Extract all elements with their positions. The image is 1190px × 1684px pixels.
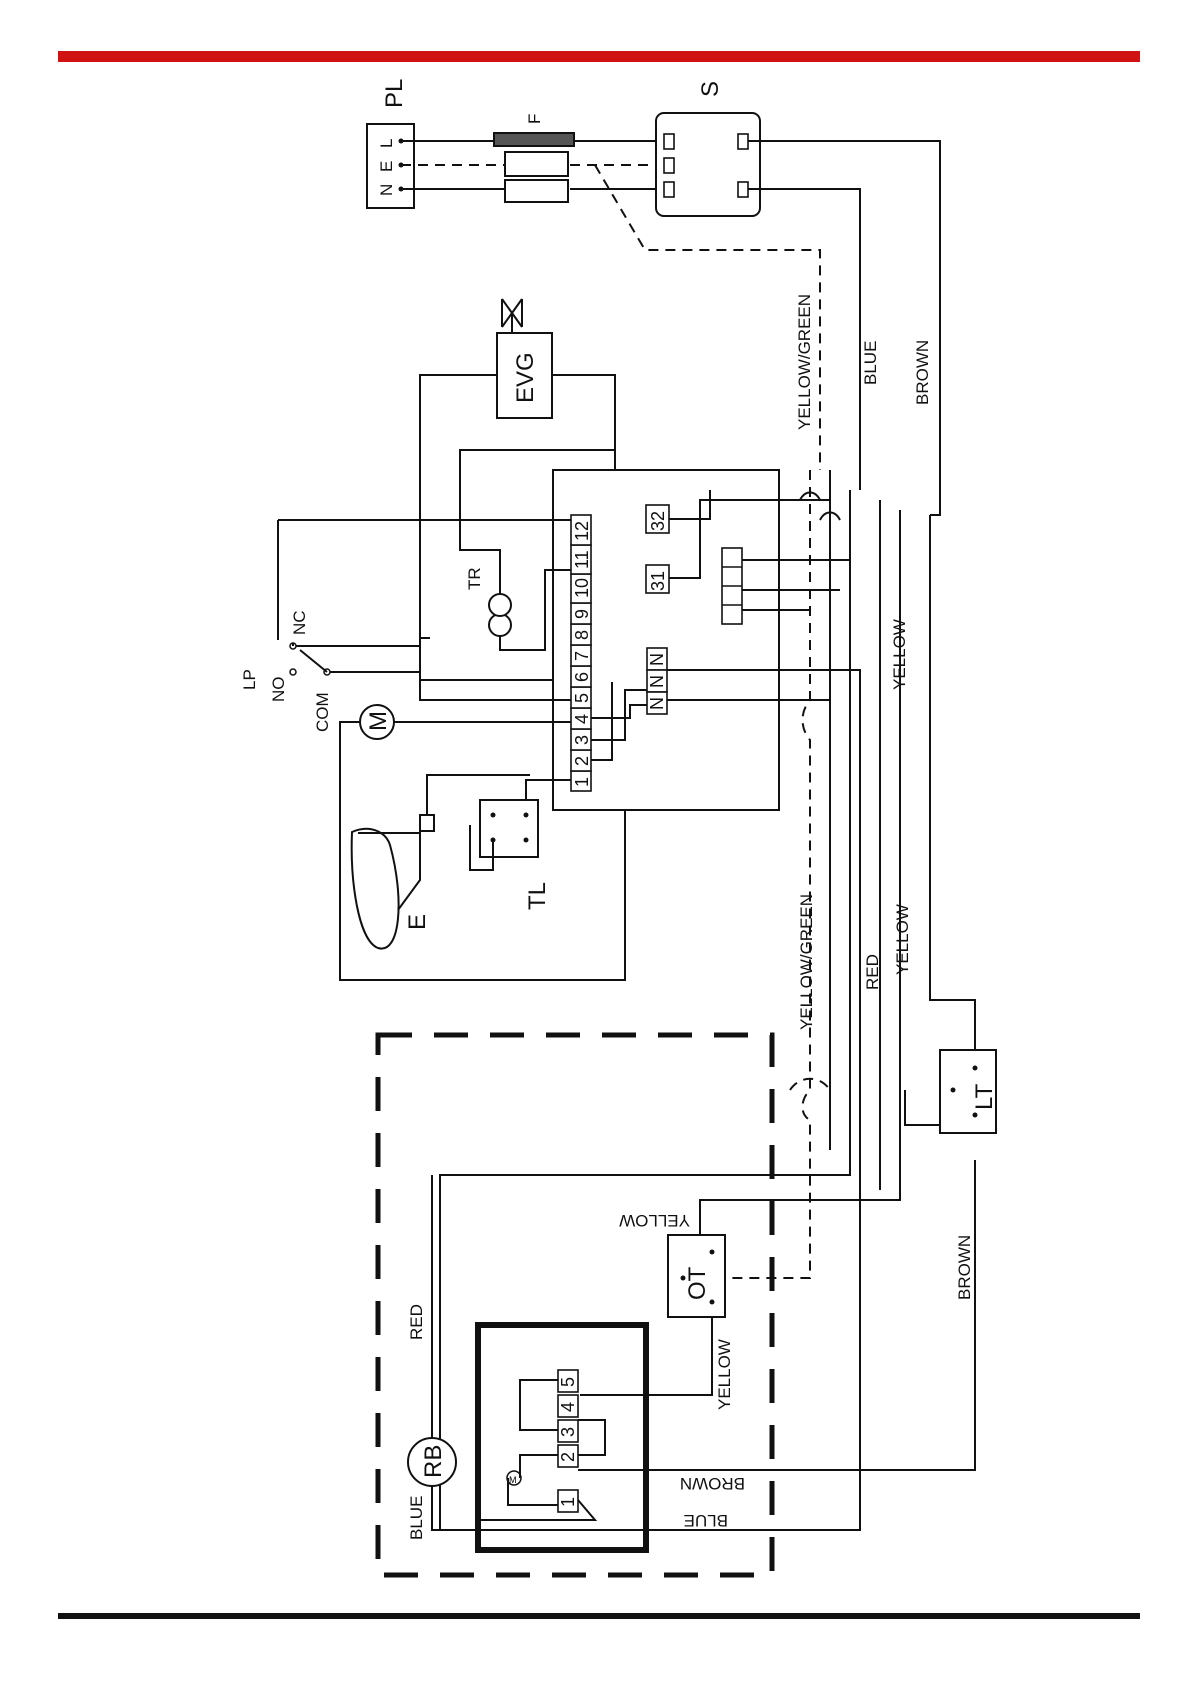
svg-text:3: 3 xyxy=(558,1427,578,1437)
tr-label: TR xyxy=(465,567,484,590)
svg-text:2: 2 xyxy=(558,1452,578,1462)
m-label: M xyxy=(365,711,392,731)
svg-text:4: 4 xyxy=(572,714,592,724)
lt-label: LT xyxy=(971,1083,998,1110)
wire-label-blue-3: BLUE xyxy=(407,1496,426,1540)
com-label: COM xyxy=(313,692,332,732)
svg-text:6: 6 xyxy=(572,672,592,682)
svg-text:10: 10 xyxy=(572,578,592,598)
lp-label: LP xyxy=(240,669,259,690)
s-switch: S xyxy=(656,81,760,216)
rb-terminals: 1 2 3 4 5 xyxy=(558,1370,578,1512)
svg-text:N: N xyxy=(647,675,667,688)
tl-label: TL xyxy=(524,882,551,910)
svg-text:M: M xyxy=(509,1475,517,1485)
evg-label: EVG xyxy=(512,352,539,403)
earth-strip xyxy=(722,548,742,624)
wire-label-blue-2: BLUE xyxy=(684,1511,728,1530)
svg-text:2: 2 xyxy=(572,756,592,766)
wire-label-brown-3: BROWN xyxy=(680,1474,745,1493)
nc-label: NC xyxy=(290,610,309,635)
svg-text:5: 5 xyxy=(558,1377,578,1387)
lt-limit-thermostat: LT xyxy=(940,1050,998,1133)
pl-n-label: N xyxy=(377,184,396,196)
svg-text:31: 31 xyxy=(648,571,668,591)
svg-text:1: 1 xyxy=(558,1497,578,1507)
lp-pressure-switch: LP NO NC COM xyxy=(240,610,571,732)
svg-text:9: 9 xyxy=(572,609,592,619)
wire-label-yellow-3: YELLOW xyxy=(619,1211,690,1230)
svg-text:12: 12 xyxy=(572,521,592,541)
wire-label-red-2: RED xyxy=(407,1304,426,1340)
wire-label-red-1: RED xyxy=(863,954,882,990)
svg-text:N: N xyxy=(647,653,667,666)
top-red-bar xyxy=(58,51,1140,62)
rb-label: RB xyxy=(420,1445,447,1478)
wire-label-blue-1: BLUE xyxy=(861,341,880,385)
pl-l-label: L xyxy=(377,139,396,148)
pl-e-label: E xyxy=(377,161,396,172)
ot-label: OT xyxy=(684,1266,711,1300)
pl-label: PL xyxy=(381,79,408,108)
evaporator-icon xyxy=(352,829,399,949)
ot-overheat-thermostat: OT xyxy=(580,1235,725,1395)
wire-label-brown-1: BROWN xyxy=(913,340,932,405)
wire-label-yellow-4: YELLOW xyxy=(715,1339,734,1410)
wire-label-brown-2: BROWN xyxy=(955,1235,974,1300)
f-fuse-filter: F xyxy=(494,114,574,202)
svg-text:8: 8 xyxy=(572,630,592,640)
no-label: NO xyxy=(269,677,288,703)
terminal-strip: 1 2 3 4 5 6 7 8 9 10 11 12 xyxy=(571,515,592,791)
svg-text:11: 11 xyxy=(572,550,592,569)
svg-text:1: 1 xyxy=(572,777,592,787)
svg-text:5: 5 xyxy=(572,693,592,703)
svg-text:3: 3 xyxy=(572,735,592,745)
bottom-black-bar xyxy=(58,1613,1140,1619)
wire-label-yellow-green-1: YELLOW/GREEN xyxy=(795,294,814,430)
neutral-block: N N N xyxy=(647,648,667,714)
s-label: S xyxy=(697,81,724,97)
wire-label-yellow-1: YELLOW xyxy=(890,619,909,690)
evg-valve: EVG xyxy=(497,299,552,418)
svg-text:32: 32 xyxy=(648,511,668,531)
svg-text:4: 4 xyxy=(558,1402,578,1412)
svg-text:N: N xyxy=(647,697,667,710)
f-label: F xyxy=(525,114,544,124)
wire-label-yellow-green-2: YELLOW/GREEN xyxy=(797,894,816,1030)
svg-text:7: 7 xyxy=(572,651,592,661)
wire-label-yellow-2: YELLOW xyxy=(893,904,912,975)
e-label: E xyxy=(404,914,431,930)
